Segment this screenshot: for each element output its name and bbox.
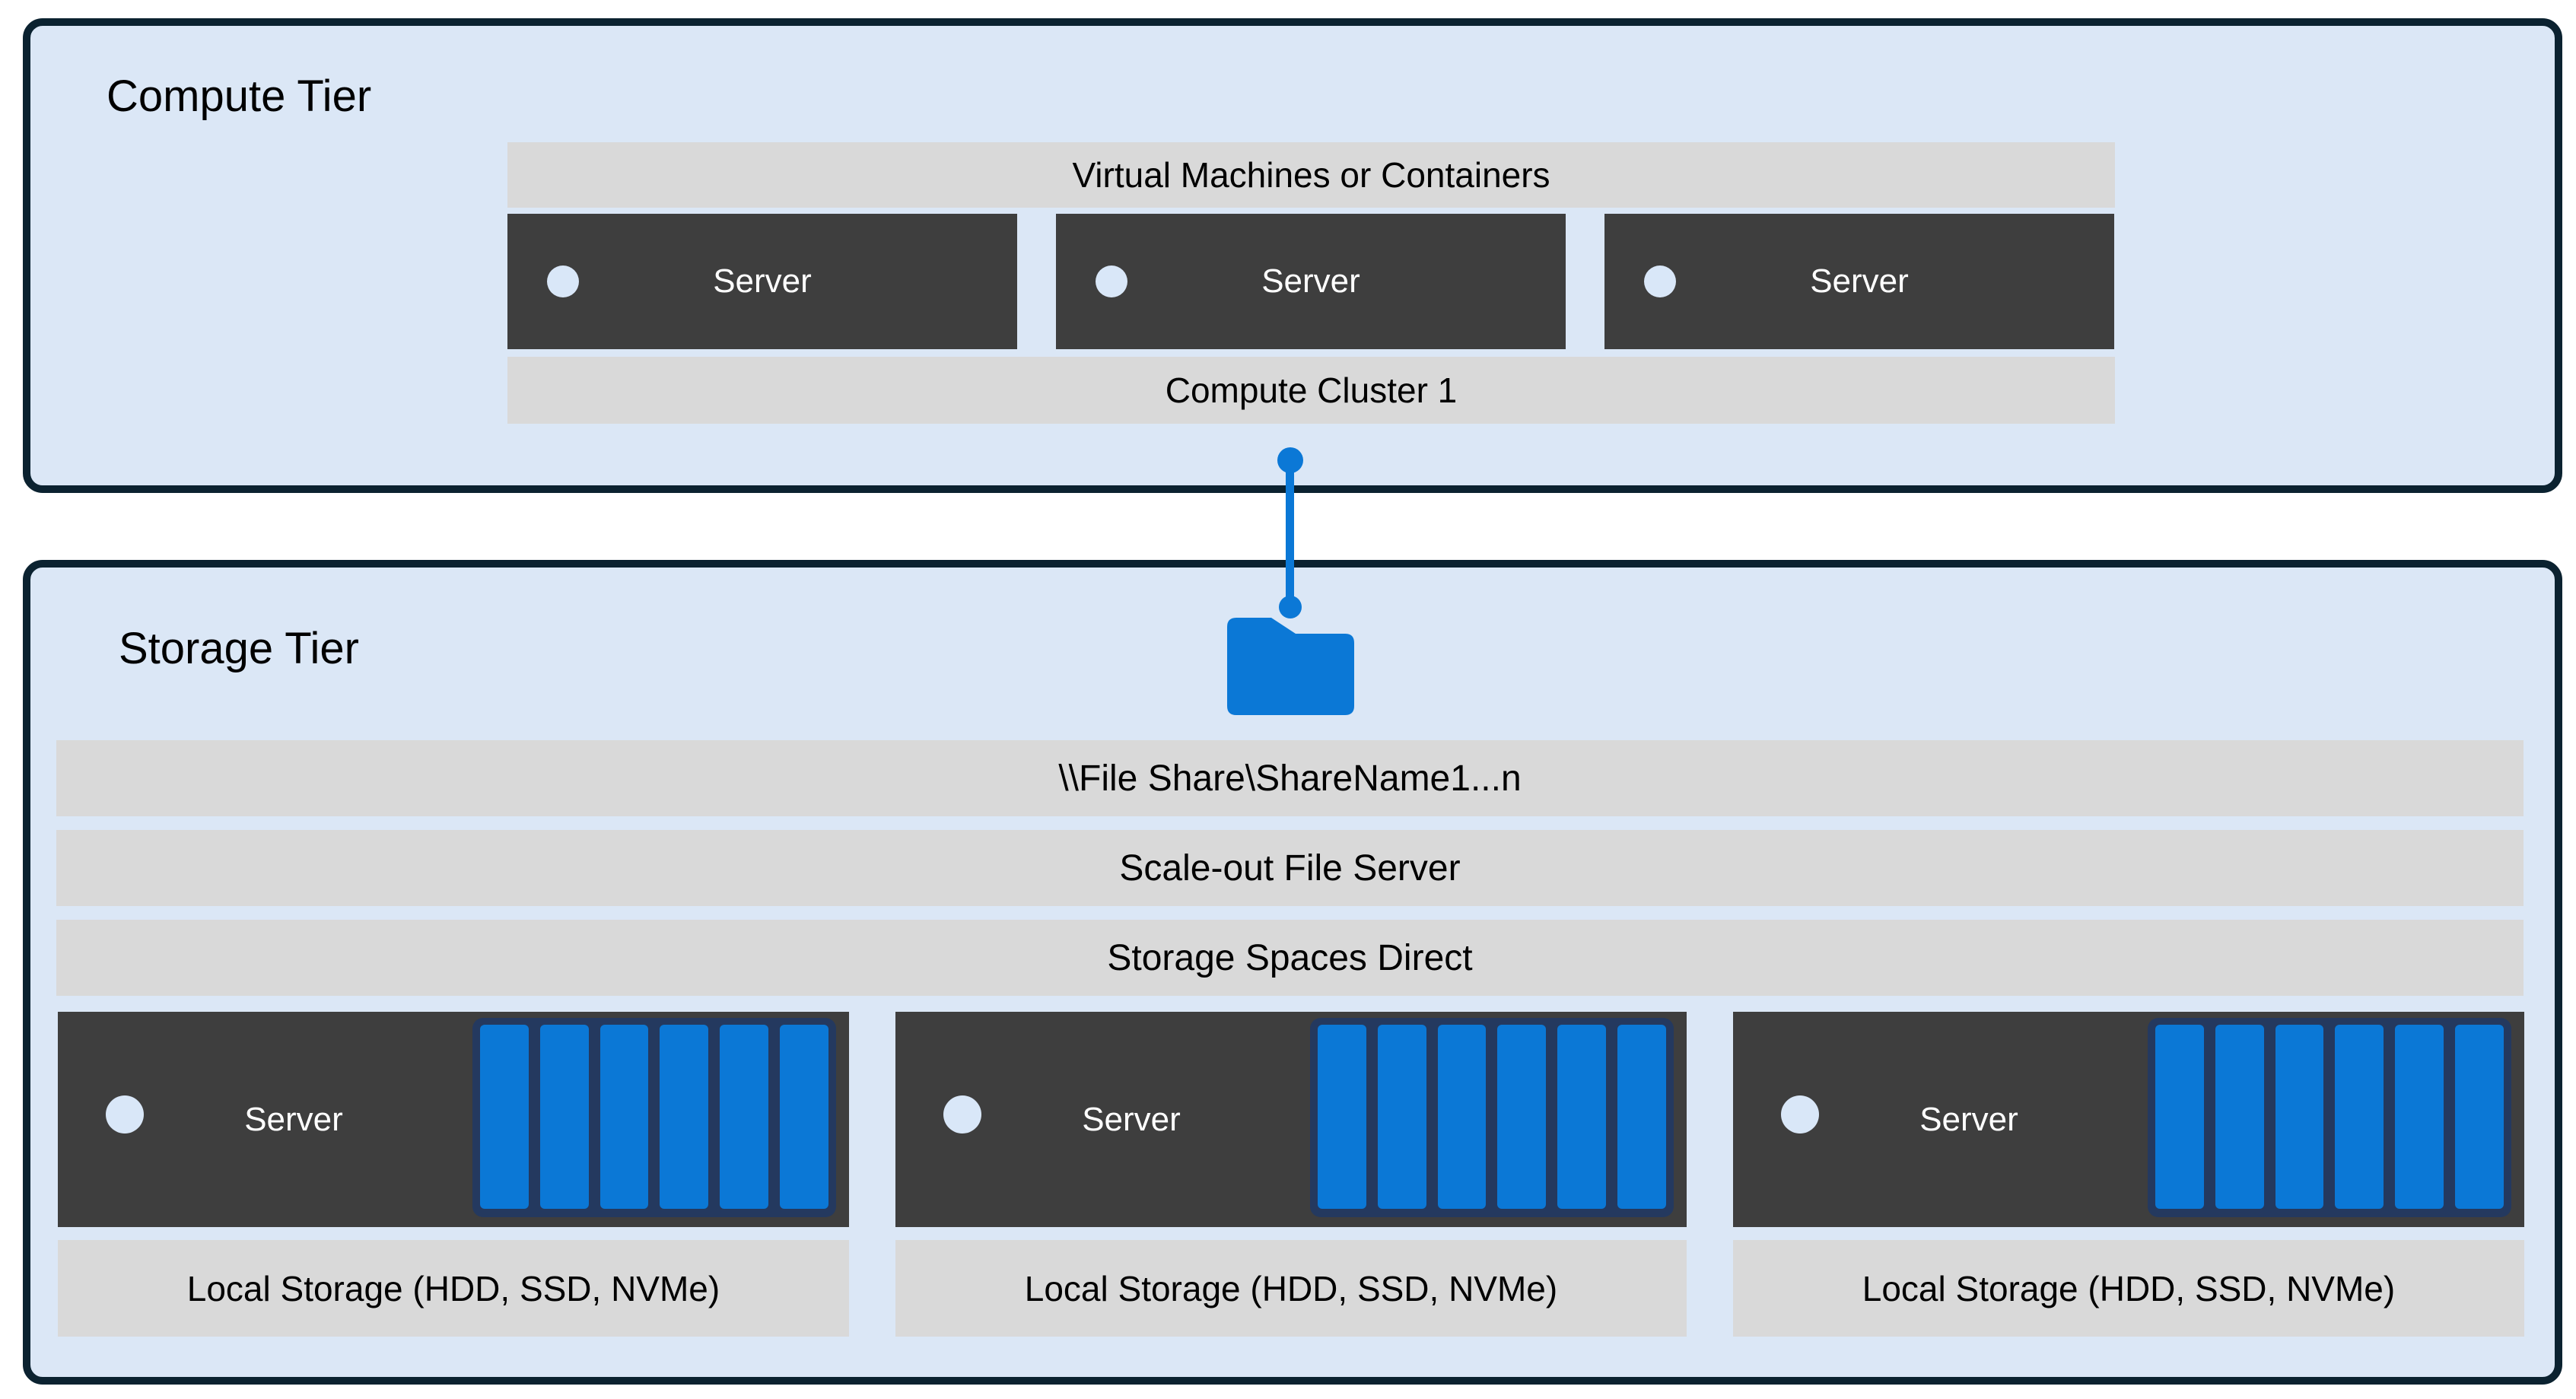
disk-icon bbox=[1377, 1025, 1426, 1209]
disk-icon bbox=[2335, 1025, 2384, 1209]
storage-server-group-2: Server Local Storage (HDD, SSD, NVMe) bbox=[895, 1012, 1687, 1337]
file-share-bar: \\File Share\ShareName1...n bbox=[56, 740, 2524, 816]
disk-icon bbox=[720, 1025, 769, 1209]
compute-tier-title: Compute Tier bbox=[107, 72, 372, 121]
power-dot-icon bbox=[1096, 265, 1127, 297]
local-storage-3-label: Local Storage (HDD, SSD, NVMe) bbox=[1862, 1268, 2396, 1308]
storage-server-2: Server bbox=[895, 1012, 1687, 1227]
compute-server-2-label: Server bbox=[1261, 262, 1360, 300]
power-dot-icon bbox=[943, 1095, 981, 1134]
scale-out-file-server-bar: Scale-out File Server bbox=[56, 830, 2524, 906]
file-share-folder-icon bbox=[1227, 618, 1354, 715]
disk-icon bbox=[2215, 1025, 2264, 1209]
disk-icon bbox=[539, 1025, 589, 1209]
scale-out-file-server-label: Scale-out File Server bbox=[1119, 847, 1461, 889]
tier-connector-line bbox=[1286, 460, 1294, 607]
storage-spaces-direct-bar: Storage Spaces Direct bbox=[56, 920, 2524, 996]
storage-server-1: Server bbox=[58, 1012, 849, 1227]
disk-icon bbox=[660, 1025, 709, 1209]
local-storage-bar-3: Local Storage (HDD, SSD, NVMe) bbox=[1733, 1240, 2524, 1337]
disk-icon bbox=[1497, 1025, 1547, 1209]
disk-icon bbox=[480, 1025, 529, 1209]
disk-icon bbox=[1617, 1025, 1666, 1209]
storage-server-3-label: Server bbox=[1919, 1100, 2018, 1138]
disk-array bbox=[472, 1018, 836, 1217]
storage-spaces-direct-label: Storage Spaces Direct bbox=[1107, 937, 1473, 978]
disk-icon bbox=[2455, 1025, 2504, 1209]
disk-icon bbox=[1318, 1025, 1366, 1209]
disk-icon bbox=[599, 1025, 649, 1209]
file-share-label: \\File Share\ShareName1...n bbox=[1058, 758, 1522, 799]
storage-server-3: Server bbox=[1733, 1012, 2524, 1227]
disk-icon bbox=[2395, 1025, 2444, 1209]
power-dot-icon bbox=[1644, 265, 1676, 297]
disk-icon bbox=[780, 1025, 828, 1209]
local-storage-bar-2: Local Storage (HDD, SSD, NVMe) bbox=[895, 1240, 1687, 1337]
connector-bottom-dot-icon bbox=[1279, 596, 1302, 618]
power-dot-icon bbox=[1781, 1095, 1819, 1134]
compute-server-2: Server bbox=[1056, 214, 1566, 349]
compute-server-3: Server bbox=[1604, 214, 2114, 349]
connector-top-dot-icon bbox=[1277, 447, 1303, 473]
compute-server-3-label: Server bbox=[1810, 262, 1909, 300]
local-storage-bar-1: Local Storage (HDD, SSD, NVMe) bbox=[58, 1240, 849, 1337]
disk-icon bbox=[2275, 1025, 2324, 1209]
compute-cluster-label: Compute Cluster 1 bbox=[1165, 370, 1458, 410]
storage-server-2-label: Server bbox=[1082, 1100, 1181, 1138]
power-dot-icon bbox=[547, 265, 579, 297]
vm-containers-label: Virtual Machines or Containers bbox=[1072, 155, 1550, 195]
local-storage-2-label: Local Storage (HDD, SSD, NVMe) bbox=[1024, 1268, 1558, 1308]
disk-array bbox=[1310, 1018, 1674, 1217]
compute-cluster-bar: Compute Cluster 1 bbox=[507, 357, 2115, 424]
local-storage-1-label: Local Storage (HDD, SSD, NVMe) bbox=[186, 1268, 720, 1308]
disk-icon bbox=[1557, 1025, 1607, 1209]
storage-server-group-1: Server Local Storage (HDD, SSD, NVMe) bbox=[58, 1012, 849, 1337]
compute-server-1: Server bbox=[507, 214, 1017, 349]
power-dot-icon bbox=[106, 1095, 144, 1134]
vm-containers-bar: Virtual Machines or Containers bbox=[507, 142, 2115, 208]
disk-icon bbox=[2155, 1025, 2204, 1209]
storage-server-group-3: Server Local Storage (HDD, SSD, NVMe) bbox=[1733, 1012, 2524, 1337]
disk-array bbox=[2148, 1018, 2511, 1217]
storage-server-1-label: Server bbox=[244, 1100, 343, 1138]
disk-icon bbox=[1437, 1025, 1487, 1209]
compute-server-1-label: Server bbox=[713, 262, 812, 300]
storage-tier-title: Storage Tier bbox=[119, 624, 359, 673]
